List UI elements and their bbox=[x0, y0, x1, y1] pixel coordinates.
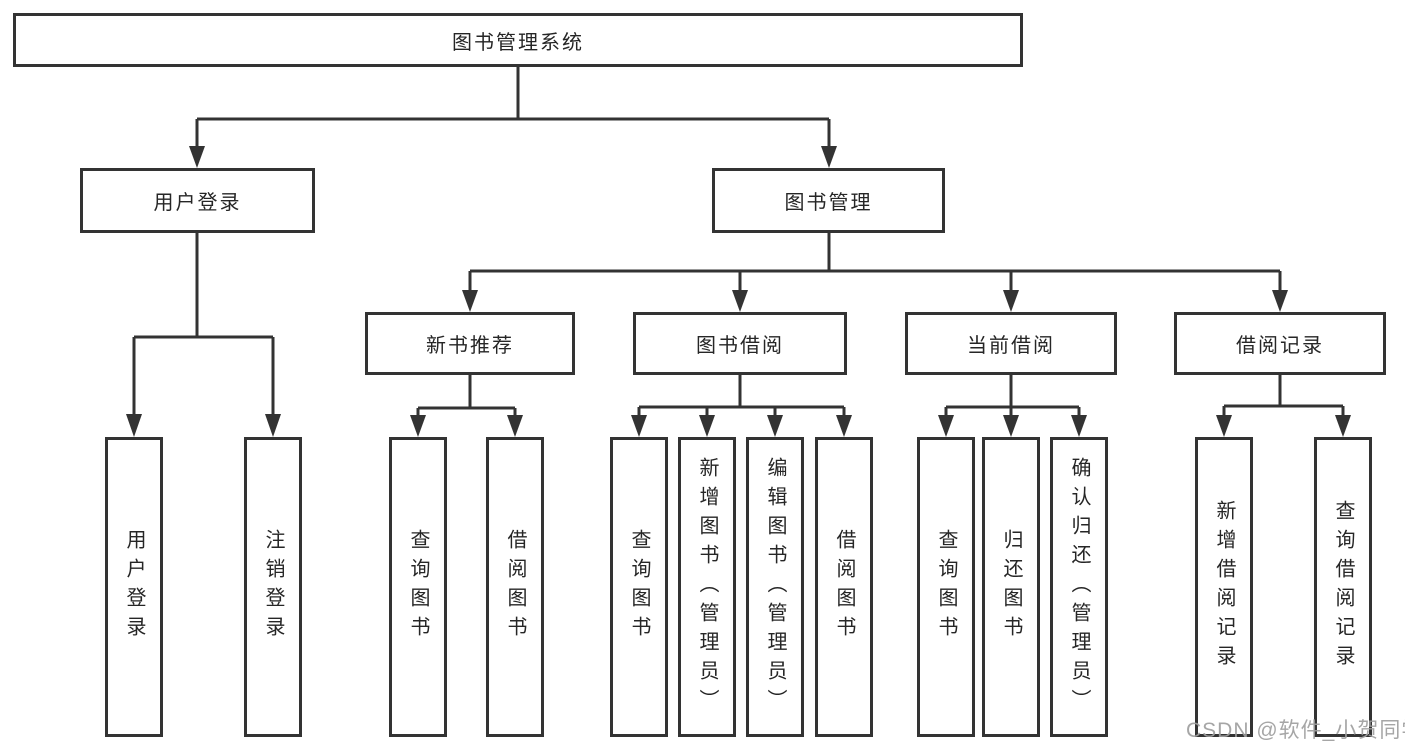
node-root-label: 图书管理系统 bbox=[452, 31, 584, 54]
node-current-borrow-label: 当前借阅 bbox=[967, 335, 1055, 357]
connector-recommend-to-leaves bbox=[416, 375, 517, 417]
connector-borrow-to-leaves bbox=[637, 375, 846, 417]
connector-records-to-leaves bbox=[1222, 375, 1345, 417]
node-book-management: 图书管理 bbox=[712, 168, 945, 233]
leaf-borrow-books: 借阅图书 bbox=[815, 437, 873, 737]
leaf-query-books-recommend: 查询图书 bbox=[389, 437, 447, 737]
leaf-confirm-return-admin-label: 确认归还（管理员） bbox=[1068, 456, 1090, 718]
connector-current-to-leaves bbox=[944, 375, 1081, 417]
leaf-logout-label: 注销登录 bbox=[262, 529, 284, 645]
node-current-borrow: 当前借阅 bbox=[905, 312, 1117, 375]
node-book-borrow: 图书借阅 bbox=[633, 312, 847, 375]
node-user-login-label: 用户登录 bbox=[153, 192, 242, 214]
leaf-logout: 注销登录 bbox=[244, 437, 302, 737]
node-borrow-records-label: 借阅记录 bbox=[1236, 335, 1324, 357]
node-root: 图书管理系统 bbox=[13, 13, 1023, 67]
leaf-add-borrow-record-label: 新增借阅记录 bbox=[1213, 500, 1235, 674]
leaf-add-books-admin-label: 新增图书（管理员） bbox=[696, 456, 718, 718]
leaf-query-borrow-record-label: 查询借阅记录 bbox=[1332, 500, 1354, 674]
leaf-query-books-borrow-label: 查询图书 bbox=[628, 529, 650, 645]
leaf-borrow-books-recommend: 借阅图书 bbox=[486, 437, 544, 737]
connector-bookmgmt-to-level3 bbox=[468, 233, 1282, 292]
leaf-edit-books-admin: 编辑图书（管理员） bbox=[746, 437, 804, 737]
leaf-confirm-return-admin: 确认归还（管理员） bbox=[1050, 437, 1108, 737]
leaf-borrow-books-recommend-label: 借阅图书 bbox=[504, 529, 526, 645]
leaf-edit-books-admin-label: 编辑图书（管理员） bbox=[764, 456, 786, 718]
leaf-query-books-recommend-label: 查询图书 bbox=[407, 529, 429, 645]
node-new-book-recommend-label: 新书推荐 bbox=[426, 335, 514, 357]
arrowheads bbox=[126, 146, 1351, 437]
leaf-return-books: 归还图书 bbox=[982, 437, 1040, 737]
leaf-user-login: 用户登录 bbox=[105, 437, 163, 737]
leaf-return-books-label: 归还图书 bbox=[1000, 529, 1022, 645]
leaf-query-books-borrow: 查询图书 bbox=[610, 437, 668, 737]
leaf-add-books-admin: 新增图书（管理员） bbox=[678, 437, 736, 737]
leaf-query-books-current-label: 查询图书 bbox=[935, 529, 957, 645]
node-new-book-recommend: 新书推荐 bbox=[365, 312, 575, 375]
leaf-query-borrow-record: 查询借阅记录 bbox=[1314, 437, 1372, 737]
node-user-login: 用户登录 bbox=[80, 168, 315, 233]
leaf-user-login-label: 用户登录 bbox=[123, 529, 145, 645]
node-borrow-records: 借阅记录 bbox=[1174, 312, 1386, 375]
leaf-query-books-current: 查询图书 bbox=[917, 437, 975, 737]
leaf-borrow-books-label: 借阅图书 bbox=[833, 529, 855, 645]
connector-userlogin-to-leaves bbox=[132, 233, 275, 417]
connector-root-to-level2 bbox=[195, 67, 831, 148]
csdn-watermark: CSDN @软件_小贺同学 bbox=[1186, 719, 1405, 742]
node-book-borrow-label: 图书借阅 bbox=[696, 335, 784, 357]
node-book-management-label: 图书管理 bbox=[784, 192, 873, 214]
leaf-add-borrow-record: 新增借阅记录 bbox=[1195, 437, 1253, 737]
